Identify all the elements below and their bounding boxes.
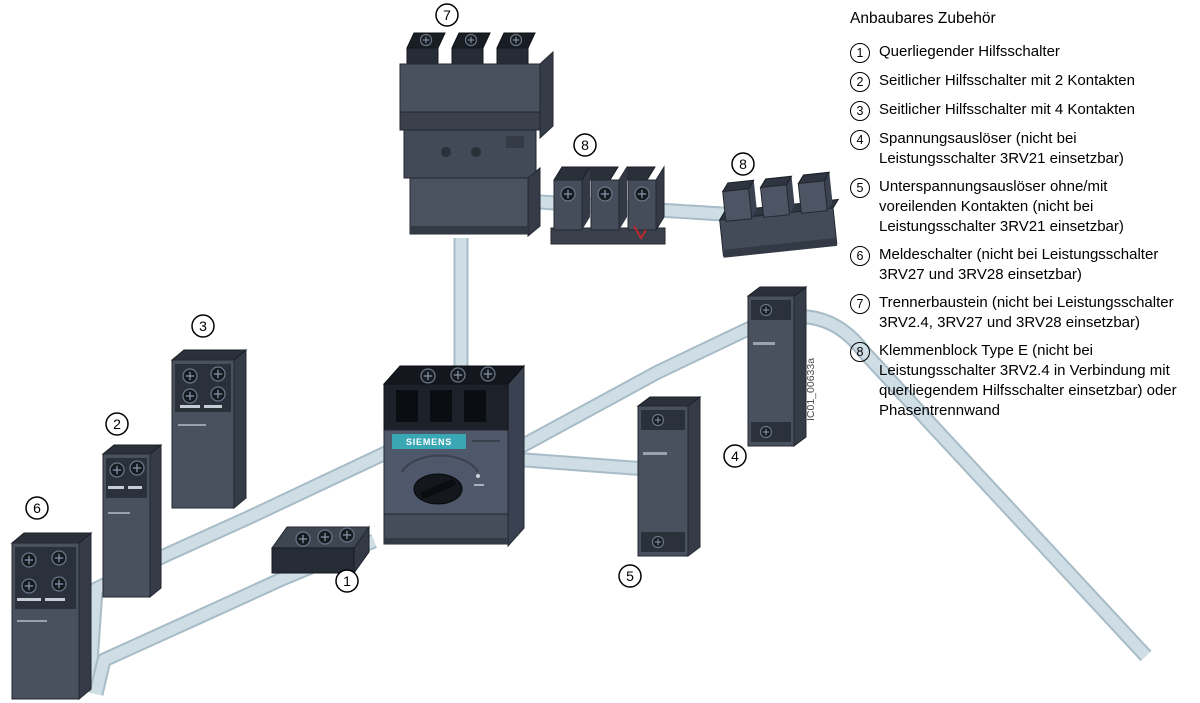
legend-number-badge: 6: [850, 246, 870, 266]
legend-item-text: Klemmenblock Type E (nicht bei Leistungs…: [879, 342, 1177, 419]
svg-text:1: 1: [343, 573, 351, 589]
component-2-hilfsschalter-2k: [101, 443, 163, 599]
component-6-meldeschalter: [10, 531, 93, 701]
svg-text:8: 8: [581, 137, 589, 153]
component-4-spannungsausloeser: [746, 286, 808, 447]
callout-7: 7: [435, 3, 459, 27]
brand-text: SIEMENS: [406, 437, 452, 447]
svg-text:2: 2: [113, 416, 121, 432]
legend-number-badge: 4: [850, 130, 870, 150]
callout-4: 4: [723, 444, 747, 468]
legend-number-badge: 5: [850, 178, 870, 198]
legend-number-badge: 7: [850, 294, 870, 314]
brand-label: [392, 434, 466, 449]
svg-text:6: 6: [33, 500, 41, 516]
image-id-watermark: IC01_00633a: [805, 358, 817, 421]
callout-6: 6: [25, 496, 49, 520]
svg-text:8: 8: [739, 156, 747, 172]
legend-item-7: 7 Trennerbaustein (nicht bei Leistungssc…: [850, 293, 1188, 333]
legend-item-2: 2 Seitlicher Hilfsschalter mit 2 Kontakt…: [850, 71, 1188, 92]
component-7-trennerbaustein: [399, 32, 554, 238]
legend-item-text: Seitlicher Hilfsschalter mit 2 Kontakten: [879, 72, 1135, 89]
legend-number-badge: 8: [850, 342, 870, 362]
svg-text:7: 7: [443, 7, 451, 23]
component-1-quer-hilfsschalter: [271, 525, 370, 575]
component-3-hilfsschalter-4k: [170, 348, 248, 510]
legend-number-badge: 3: [850, 101, 870, 121]
legend-item-text: Spannungsauslöser (nicht bei Leistungssc…: [879, 130, 1124, 167]
legend-item-text: Trennerbaustein (nicht bei Leistungsscha…: [879, 294, 1174, 331]
component-8-klemmenblock-b: [718, 171, 840, 258]
legend-item-text: Meldeschalter (nicht bei Leistungsschalt…: [879, 246, 1159, 283]
callout-5: 5: [618, 564, 642, 588]
legend-number-badge: 1: [850, 43, 870, 63]
callout-8a: 8: [573, 133, 597, 157]
callout-3: 3: [191, 314, 215, 338]
legend-item-text: Querliegender Hilfsschalter: [879, 43, 1060, 60]
legend-item-3: 3 Seitlicher Hilfsschalter mit 4 Kontakt…: [850, 100, 1188, 121]
legend-item-4: 4 Spannungsauslöser (nicht bei Leistungs…: [850, 129, 1188, 169]
legend-number-badge: 2: [850, 72, 870, 92]
legend-item-6: 6 Meldeschalter (nicht bei Leistungsscha…: [850, 245, 1188, 285]
component-8-klemmenblock-a: [550, 165, 666, 245]
legend: Anbaubares Zubehör 1 Querliegender Hilfs…: [850, 10, 1188, 429]
legend-title: Anbaubares Zubehör: [850, 10, 996, 27]
legend-item-8: 8 Klemmenblock Type E (nicht bei Leistun…: [850, 341, 1188, 421]
red-seal-mark: [633, 225, 647, 240]
callout-8b: 8: [731, 152, 755, 176]
legend-item-5: 5 Unterspannungsauslöser ohne/mit voreil…: [850, 177, 1188, 237]
legend-item-1: 1 Querliegender Hilfsschalter: [850, 42, 1188, 63]
svg-text:5: 5: [626, 568, 634, 584]
callout-2: 2: [105, 412, 129, 436]
legend-item-text: Unterspannungsauslöser ohne/mit voreilen…: [879, 178, 1124, 235]
component-5-unterspannungsausloeser: [636, 396, 702, 557]
legend-item-text: Seitlicher Hilfsschalter mit 4 Kontakten: [879, 101, 1135, 118]
svg-text:3: 3: [199, 318, 207, 334]
svg-text:4: 4: [731, 448, 739, 464]
callout-1: 1: [335, 569, 359, 593]
circuit-breaker: SIEMENS: [382, 364, 526, 548]
